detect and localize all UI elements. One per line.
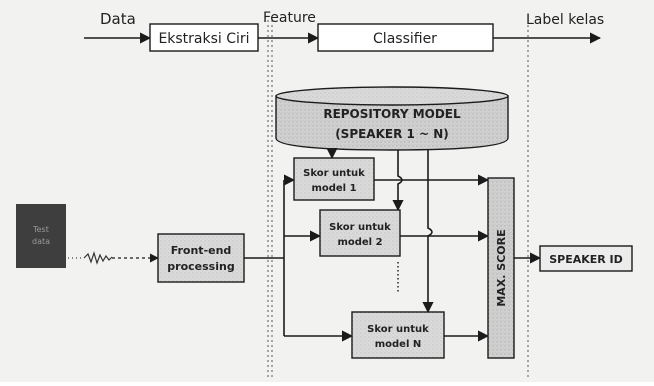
score-model-n: Skor untuk model N	[352, 312, 444, 358]
score-box-2-line2: model 2	[337, 237, 382, 248]
input-signal	[68, 253, 158, 263]
label-kelas: Label kelas	[526, 12, 604, 28]
score-box-1-line2: model 1	[311, 183, 356, 194]
score-box-2	[320, 210, 400, 256]
max-score-label: MAX. SCORE	[495, 229, 508, 306]
feature-label: Feature	[263, 10, 316, 26]
test-data-line1: Test	[32, 225, 49, 234]
repository-cylinder-top	[276, 87, 508, 105]
front-end-box	[158, 234, 244, 282]
score-model-1: Skor untuk model 1	[294, 158, 374, 200]
data-label: Data	[100, 10, 136, 28]
score-box-2-line1: Skor untuk	[329, 222, 391, 233]
feature-extraction-label: Ekstraksi Ciri	[158, 31, 249, 47]
test-data-box	[16, 204, 66, 268]
score-model-2: Skor untuk model 2	[320, 210, 400, 256]
score-box-n-line2: model N	[375, 339, 422, 350]
repository-speakers: (SPEAKER 1 ~ N)	[335, 127, 449, 141]
score-box-n	[352, 312, 444, 358]
distribution-lines	[244, 180, 352, 336]
signal-waveform	[84, 253, 112, 263]
top-flow: Data Ekstraksi Ciri Feature Classifier L…	[84, 10, 604, 51]
speaker-id: SPEAKER ID	[540, 246, 632, 271]
max-score: MAX. SCORE	[488, 178, 514, 358]
test-data-source: Test data	[16, 204, 66, 268]
score-box-n-line1: Skor untuk	[367, 324, 429, 335]
score-box-1-line1: Skor untuk	[303, 168, 365, 179]
repo-to-modelN	[428, 150, 432, 312]
speaker-id-label: SPEAKER ID	[549, 253, 623, 266]
repository-model: REPOSITORY MODEL (SPEAKER 1 ~ N)	[276, 87, 508, 150]
front-end-processing: Front-end processing	[158, 234, 244, 282]
front-end-line2: processing	[167, 260, 234, 273]
front-end-line1: Front-end	[171, 244, 232, 257]
test-data-line2: data	[32, 237, 50, 246]
classifier-label: Classifier	[373, 31, 437, 47]
repository-title: REPOSITORY MODEL	[323, 107, 461, 121]
